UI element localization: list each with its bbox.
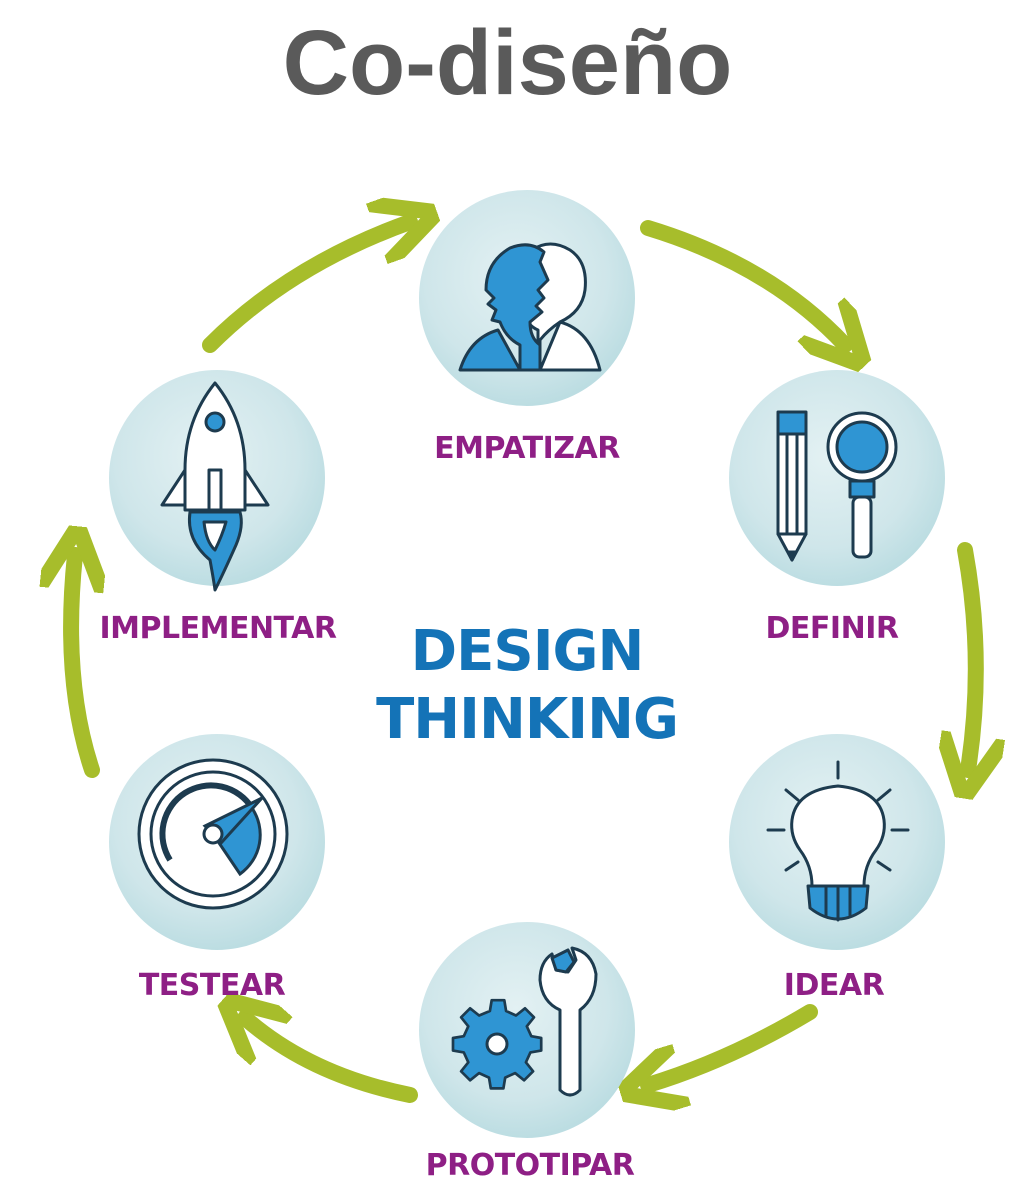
arrow-testear-to-implementar <box>71 555 92 778</box>
stage-label-implementar: IMPLEMENTAR <box>99 611 336 646</box>
rocket-icon <box>160 381 270 592</box>
stage-label-testear: TESTEAR <box>139 968 286 1003</box>
stage-label-empatizar: EMPATIZAR <box>434 431 620 466</box>
arrow-definir-to-idear <box>965 542 976 770</box>
heads-icon <box>458 242 602 372</box>
stage-label-idear: IDEAR <box>784 968 885 1003</box>
arrow-empatizar-to-definir <box>640 220 845 345</box>
center-label-line1: DESIGN <box>411 619 644 684</box>
stage-label-prototipar: PROTOTIPAR <box>426 1148 635 1183</box>
arrow-implementar-to-empatizar <box>202 222 410 353</box>
cycle-arrows <box>71 222 976 1095</box>
circle-definir <box>729 370 945 586</box>
lightbulb-icon <box>766 760 910 922</box>
gear-wrench-icon <box>451 946 598 1097</box>
center-label-line2: THINKING <box>376 687 678 752</box>
arrow-idear-to-prototipar <box>648 1004 818 1085</box>
gauge-icon <box>137 758 289 910</box>
pencil-magnifier-icon <box>776 410 898 562</box>
stage-label-definir: DEFINIR <box>766 611 899 646</box>
arrow-prototipar-to-testear <box>245 1018 418 1103</box>
page-title: Co-diseño <box>282 12 733 114</box>
